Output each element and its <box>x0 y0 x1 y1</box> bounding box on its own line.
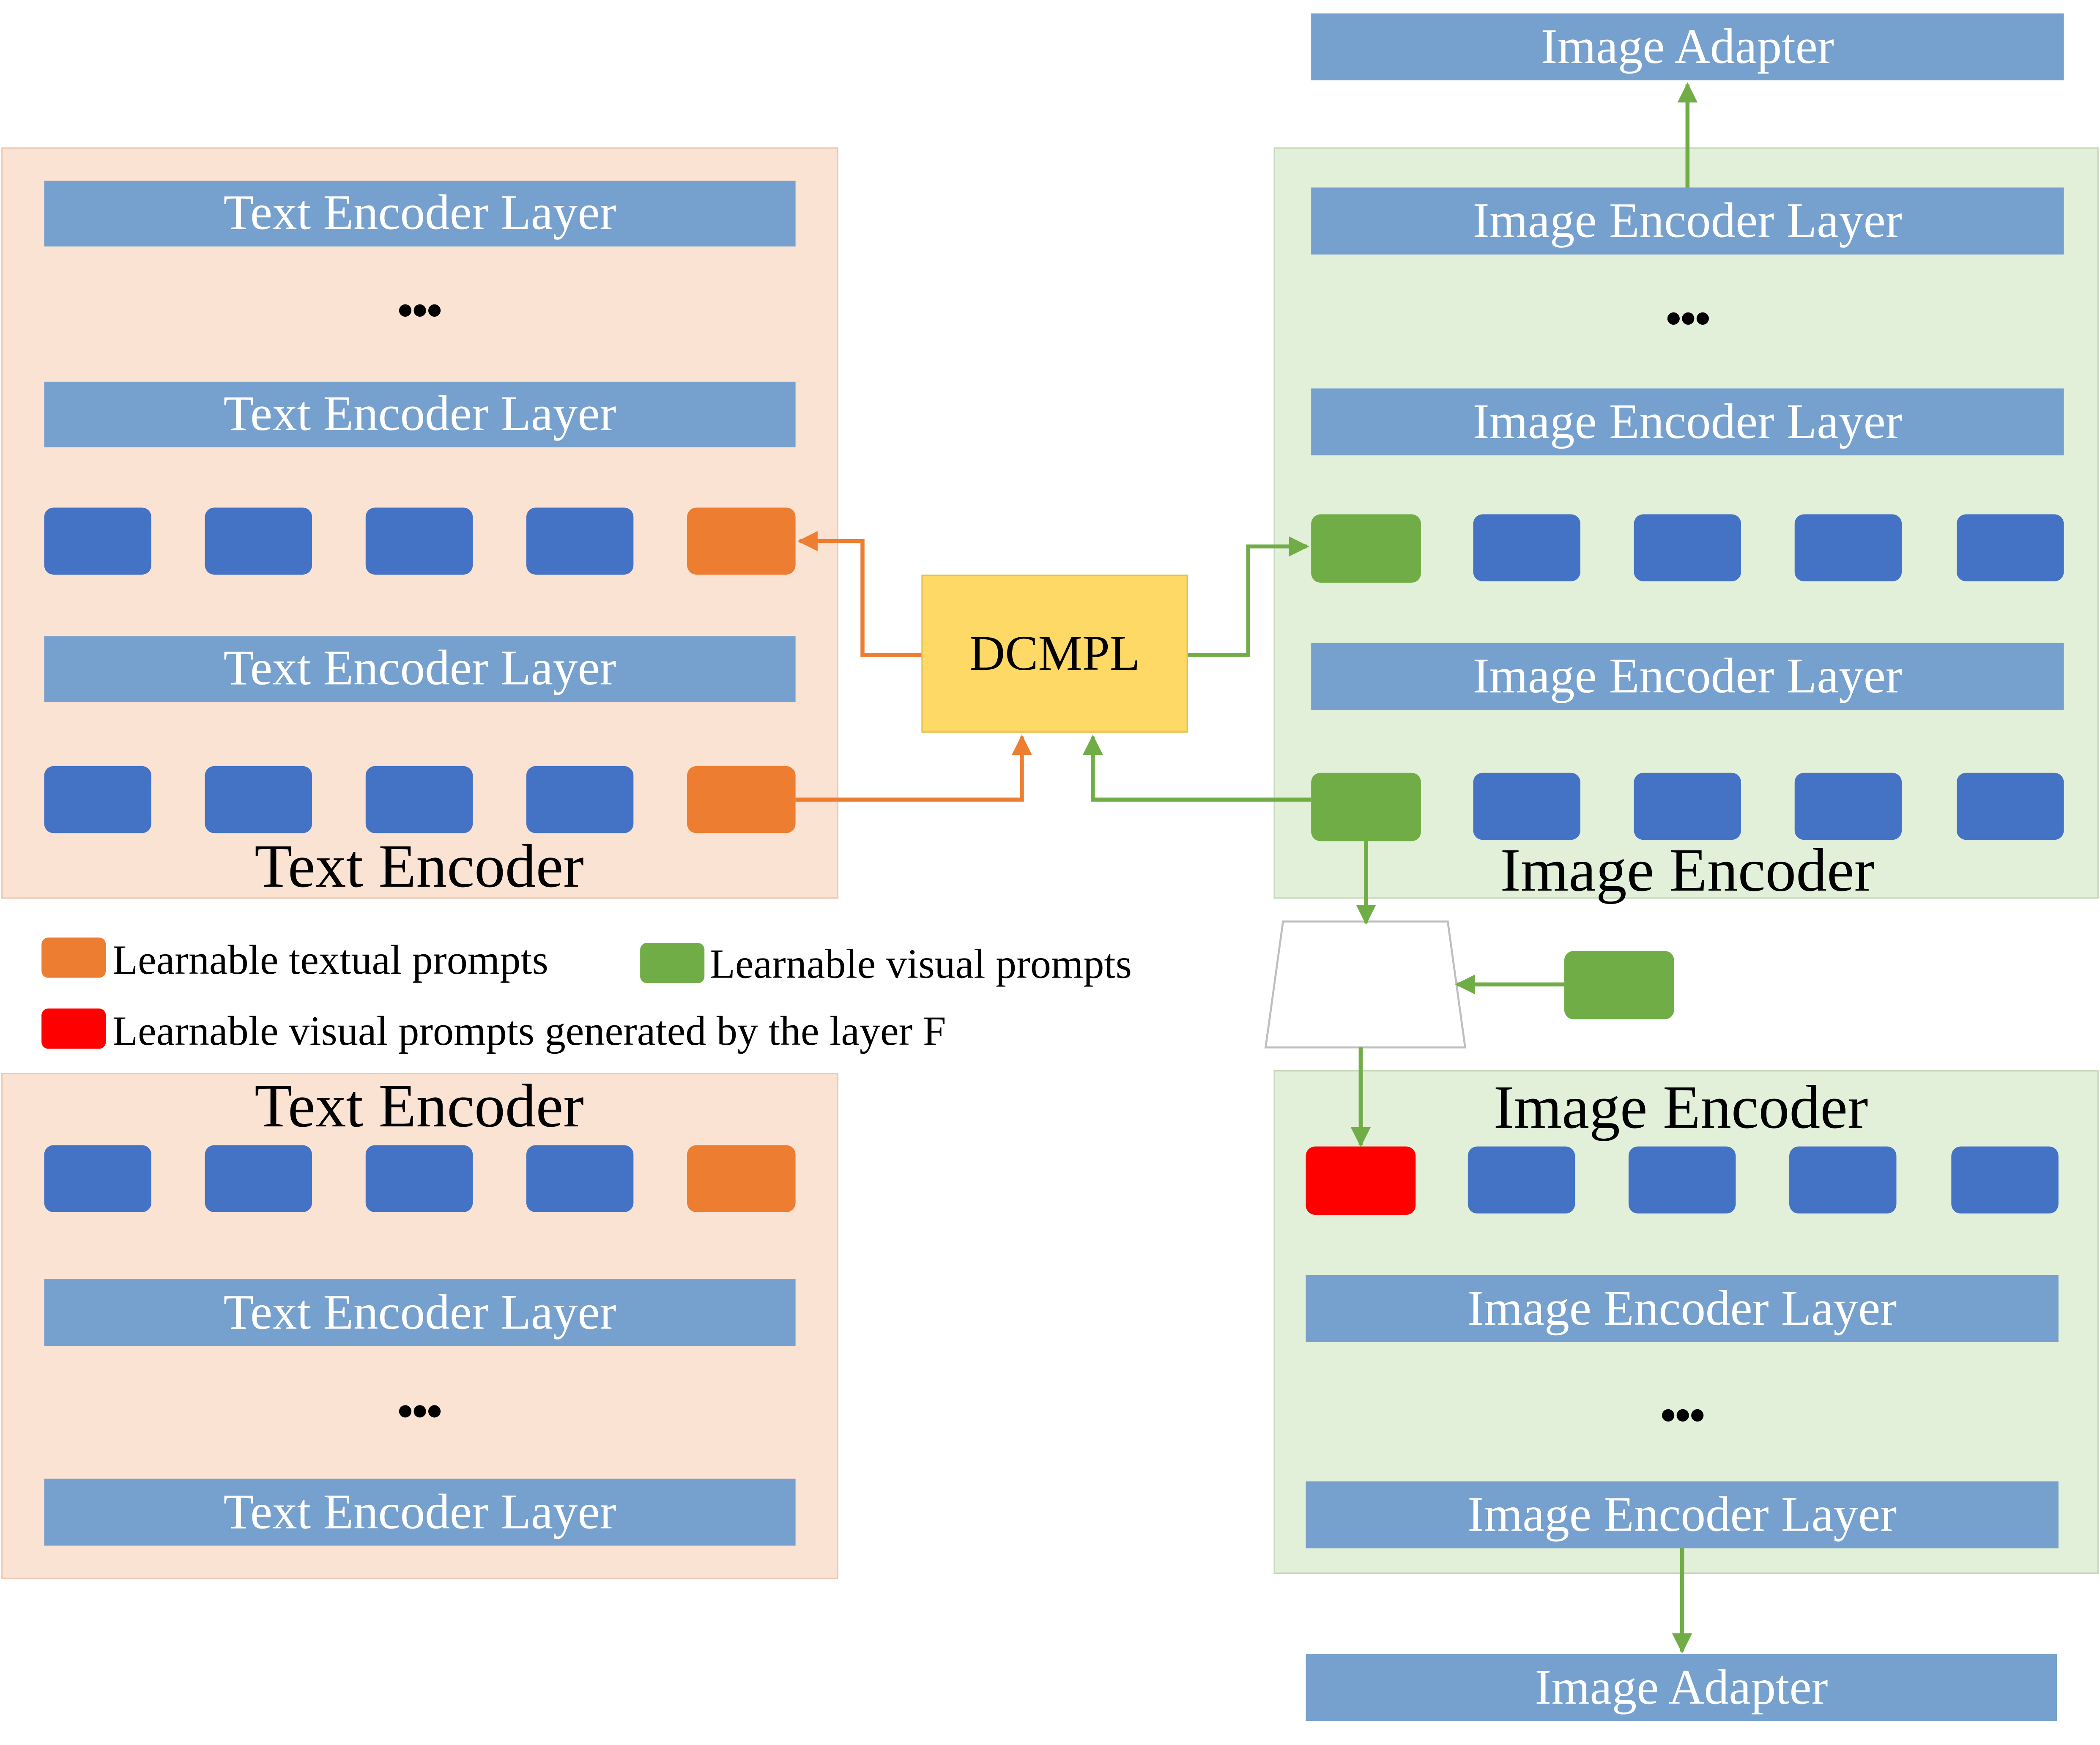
ellipsis: ••• <box>397 286 443 337</box>
textual-prompt-token <box>687 1145 796 1212</box>
legend-textual-swatch <box>41 937 106 978</box>
text-encoder-layer: Text Encoder Layer <box>44 1279 796 1346</box>
visual-prompt-token <box>1311 773 1421 841</box>
image-encoder-layer: Image Encoder Layer <box>1306 1275 2059 1342</box>
image-token <box>1473 773 1580 840</box>
image-encoder-title: Image Encoder <box>1500 836 1875 904</box>
text-token <box>526 507 634 575</box>
arrow-visual-prompt-to-dcmpl <box>1083 734 1311 802</box>
legend-visual-swatch <box>640 943 705 983</box>
image-token <box>1468 1146 1575 1214</box>
legend-textual-label: Learnable textual prompts <box>112 936 548 983</box>
text-token <box>44 507 151 575</box>
image-token <box>1634 773 1741 840</box>
text-encoder-title: Text Encoder <box>255 832 584 900</box>
image-adapter-bottom: Image Adapter <box>1306 1654 2057 1721</box>
image-token <box>1628 1146 1736 1214</box>
text-token <box>44 766 151 833</box>
text-token <box>526 766 634 833</box>
text-encoder-layer: Text Encoder Layer <box>44 381 796 448</box>
legend-visual-label: Learnable visual prompts <box>709 940 1132 987</box>
image-token <box>1789 1146 1897 1214</box>
visual-prompt-token <box>1311 514 1421 583</box>
image-token <box>1634 514 1741 581</box>
image-encoder-layer: Image Encoder Layer <box>1306 1481 2059 1548</box>
image-token <box>1951 1146 2059 1214</box>
image-encoder-layer: Image Encoder Layer <box>1311 187 2064 255</box>
text-token <box>365 507 473 575</box>
textual-prompt-token <box>687 507 796 575</box>
text-token <box>205 766 312 833</box>
ellipsis: ••• <box>397 1387 443 1437</box>
image-token <box>1473 514 1580 581</box>
image-adapter-top: Image Adapter <box>1311 13 2064 81</box>
image-encoder-layer: Image Encoder Layer <box>1311 643 2064 710</box>
generated-prompt-token <box>1306 1146 1416 1215</box>
image-encoder-layer: Image Encoder Layer <box>1311 388 2064 456</box>
layer-f-shape <box>1264 920 1467 1049</box>
text-token <box>365 1145 473 1212</box>
arrow-dcmpl-to-visual-prompt <box>1188 536 1309 657</box>
image-token <box>1957 514 2064 581</box>
visual-prompt-input-token <box>1564 951 1674 1019</box>
image-token <box>1794 514 1902 581</box>
text-token <box>205 1145 312 1212</box>
legend-generated-label: Learnable visual prompts generated by th… <box>112 1007 946 1054</box>
text-token <box>44 1145 151 1212</box>
arrow-textual-prompt-to-dcmpl <box>795 734 1032 802</box>
textual-prompt-token <box>687 766 796 833</box>
image-token <box>1957 773 2064 840</box>
text-encoder-layer: Text Encoder Layer <box>44 181 796 247</box>
ellipsis: ••• <box>1665 294 1711 345</box>
image-token <box>1794 773 1902 840</box>
text-token <box>205 507 312 575</box>
dcmpl-module: DCMPL <box>921 574 1188 733</box>
text-encoder-layer: Text Encoder Layer <box>44 1479 796 1546</box>
text-token <box>365 766 473 833</box>
arrow-dcmpl-to-textual-prompt <box>797 531 922 657</box>
image-encoder-title: Image Encoder <box>1493 1073 1868 1141</box>
legend-generated-swatch <box>41 1008 106 1049</box>
ellipsis: ••• <box>1660 1392 1706 1441</box>
text-token <box>526 1145 634 1212</box>
text-encoder-layer: Text Encoder Layer <box>44 636 796 702</box>
text-encoder-title: Text Encoder <box>255 1071 584 1140</box>
